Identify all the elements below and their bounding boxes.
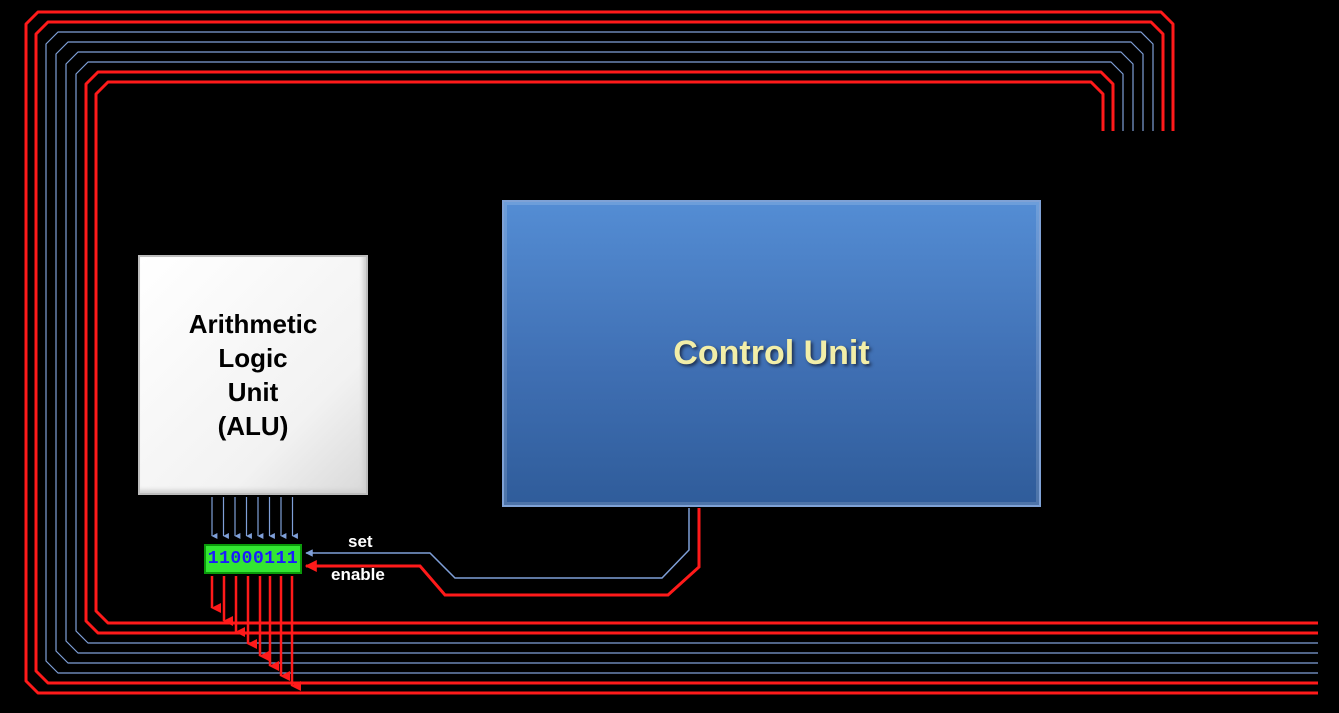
- alu-label-line-2: Logic: [218, 343, 288, 373]
- alu-label-line-1: Arithmetic: [188, 309, 318, 339]
- alu-label: Arithmetic Logic Unit (ALU): [189, 307, 318, 443]
- bus-loop-line-7: [84, 70, 1318, 635]
- bus-loop-line-2: [34, 20, 1318, 685]
- alu-box: Arithmetic Logic Unit (ALU): [138, 255, 368, 495]
- control-unit-label: Control Unit: [673, 334, 870, 372]
- control-unit-box: Control Unit: [502, 200, 1041, 507]
- bus-loop-line-8: [94, 80, 1318, 625]
- bus-loop-line-6: [75, 61, 1318, 644]
- enable-label: enable: [331, 565, 385, 584]
- bus-loop-line-5: [65, 51, 1318, 654]
- enable-line: [304, 508, 701, 597]
- register-box: 11000111: [204, 544, 302, 574]
- bus-loop-line-1: [24, 10, 1318, 695]
- alu-label-line-3: Unit: [227, 377, 279, 407]
- set-line: [305, 508, 690, 579]
- register-value: 11000111: [207, 549, 299, 569]
- alu-label-line-4: (ALU): [217, 411, 289, 441]
- bus-loop-line-3: [45, 31, 1318, 674]
- set-label: set: [348, 532, 373, 551]
- bus-loop-line-4: [55, 41, 1318, 664]
